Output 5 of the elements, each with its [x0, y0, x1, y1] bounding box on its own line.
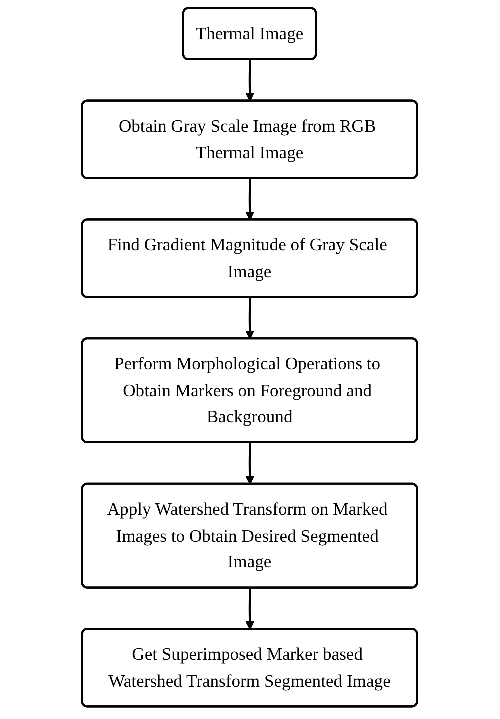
arrow — [246, 443, 255, 485]
arrow — [246, 588, 255, 630]
arrow — [246, 178, 255, 221]
arrow — [246, 298, 255, 340]
arrow — [246, 60, 255, 102]
